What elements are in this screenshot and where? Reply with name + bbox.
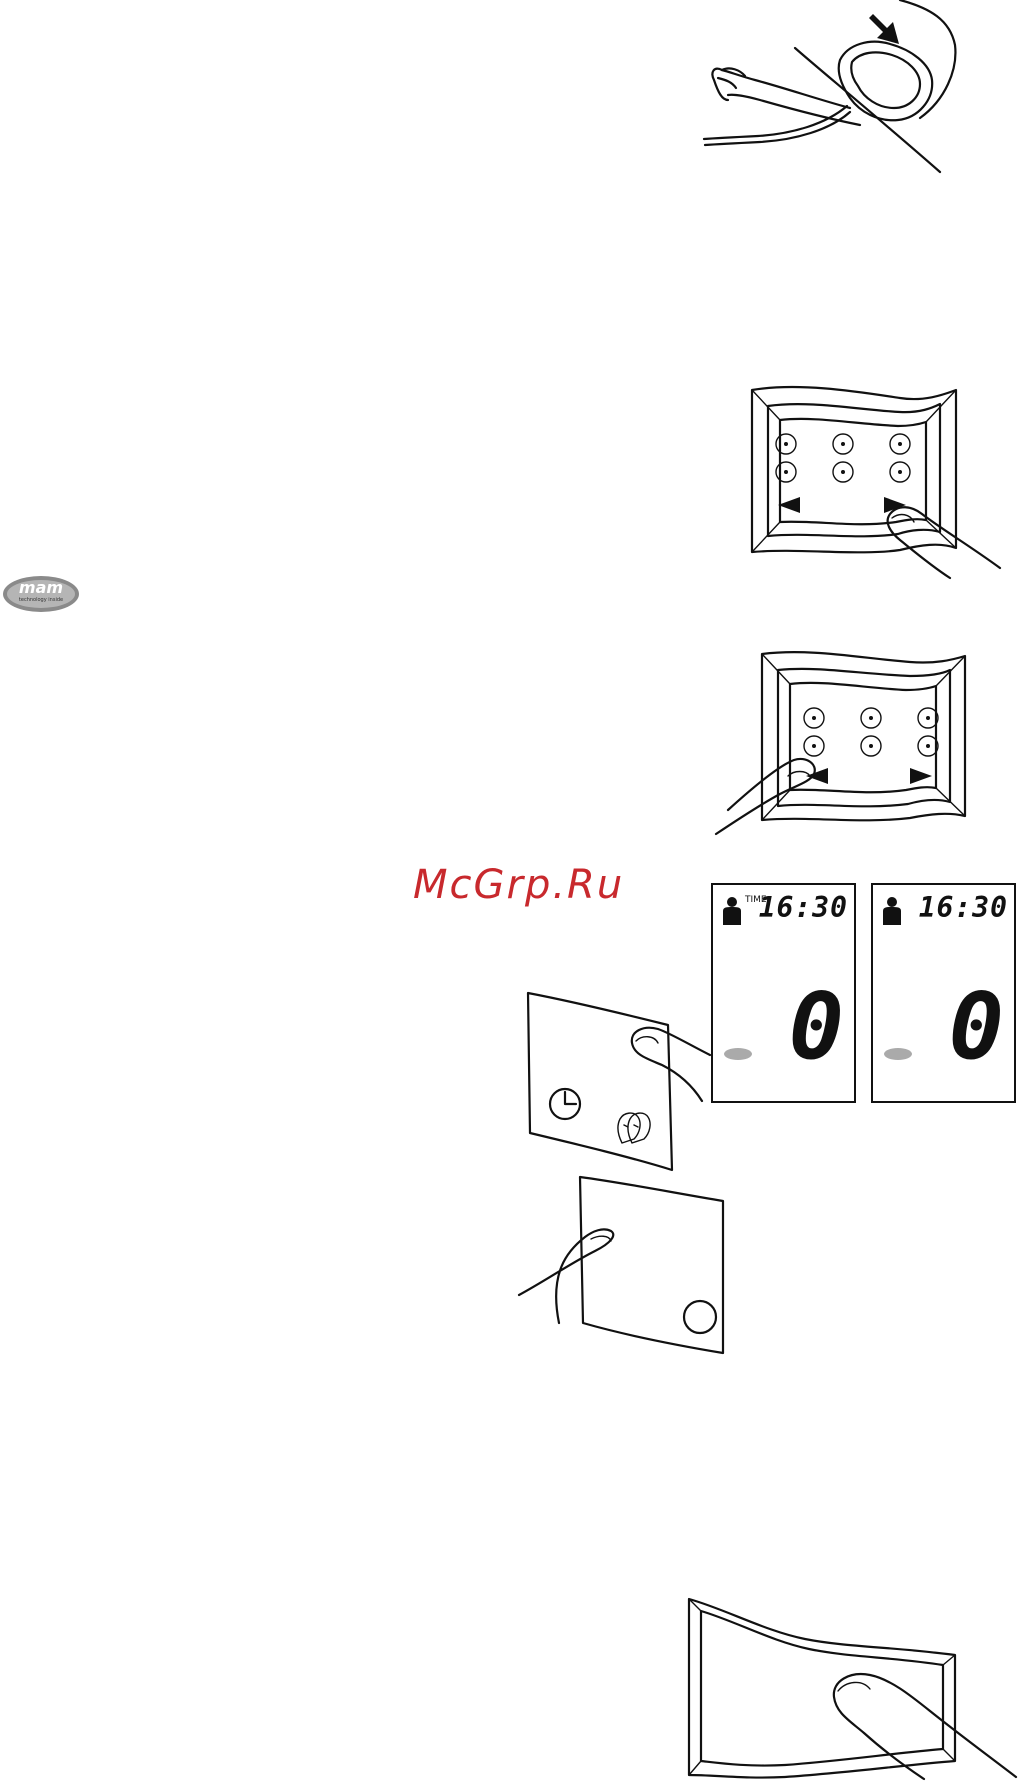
arm-with-cuff-icon: [700, 0, 980, 180]
logo-badge-icon: [723, 1047, 753, 1061]
arm-cuff-illustration: [700, 0, 980, 180]
keypad-right-illustration: [750, 380, 1010, 580]
finger-icon: [880, 500, 1010, 580]
lcd-value: 0: [949, 981, 1004, 1073]
clock-icon: [548, 1087, 582, 1121]
lcd-time: 16:30: [759, 891, 848, 924]
lcd-time: 16:30: [919, 891, 1008, 924]
lcd-display-1: TIME 16:30 0: [711, 883, 856, 1103]
finger-icon: [620, 1015, 715, 1105]
lcd-value: 0: [789, 981, 844, 1073]
round-button-panel-illustration: [515, 1175, 725, 1355]
round-button-icon: [680, 1297, 720, 1337]
finger-icon: [515, 1227, 625, 1327]
bottom-panel-illustration: [685, 1595, 1020, 1781]
watermark: McGrp.Ru: [413, 862, 624, 908]
finger-icon: [820, 1665, 1020, 1781]
lcd-display-2: 16:30 0: [871, 883, 1016, 1103]
triangle-right-icon: [910, 768, 932, 784]
logo-badge-icon: [883, 1047, 913, 1061]
clock-users-panel-illustration: [520, 985, 710, 1175]
users-icon: [612, 1109, 656, 1145]
mam-logo: mam technology inside: [2, 575, 80, 613]
finger-icon: [710, 752, 830, 837]
arrow-down-icon: [865, 10, 905, 50]
logo-text: mam: [12, 578, 70, 597]
person-icon: [883, 897, 901, 925]
logo-subtext: technology inside: [10, 597, 72, 603]
triangle-left-icon: [778, 497, 800, 513]
person-icon: [723, 897, 741, 925]
keypad-left-illustration: [700, 648, 980, 848]
